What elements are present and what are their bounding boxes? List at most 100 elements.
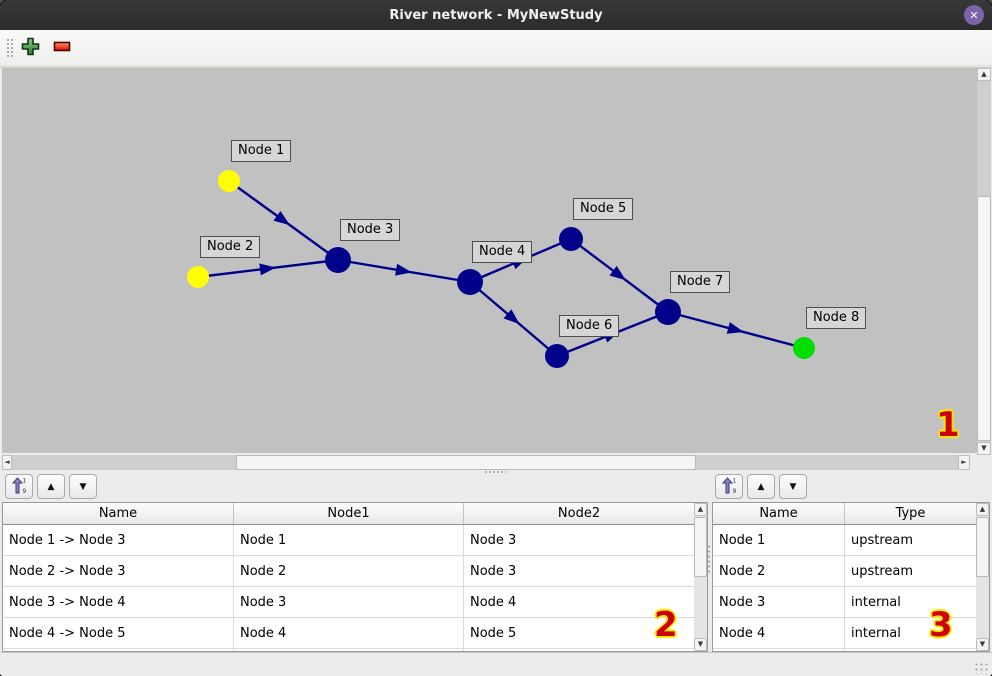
nodes-scroll-up-button[interactable]: ▲ [976, 503, 989, 516]
river-node[interactable] [793, 337, 815, 359]
annotation-mark-3: 3 [929, 605, 953, 645]
triangle-down-icon: ▼ [789, 481, 797, 492]
node-label[interactable]: Node 7 [670, 271, 731, 293]
node-label[interactable]: Node 1 [231, 140, 292, 162]
column-header[interactable]: Type [845, 503, 977, 524]
table-cell: Node 1 -> Node 3 [3, 525, 234, 555]
arrow-right-icon: ► [961, 458, 967, 466]
column-header[interactable]: Node2 [464, 503, 695, 524]
nodes-sort-button[interactable]: 1 9 [715, 474, 743, 499]
table-cell: Node 3 [464, 556, 695, 586]
annotation-mark-2: 2 [654, 605, 678, 645]
table-cell: upstream [845, 556, 977, 586]
arrow-down-icon: ▼ [697, 640, 704, 648]
canvas-vscroll-thumb[interactable] [977, 196, 991, 441]
canvas-hscroll-right-button[interactable]: ► [958, 455, 970, 470]
horizontal-splitter-handle[interactable] [484, 470, 506, 474]
network-canvas[interactable]: Node 1 Node 2 Node 3 Node 4 Node 5 Node 6 Node… [2, 68, 977, 453]
river-node[interactable] [457, 269, 483, 295]
river-node[interactable] [187, 266, 209, 288]
status-bar [0, 652, 992, 676]
links-move-up-button[interactable]: ▲ [37, 474, 65, 499]
nodes-table-vscrollbar[interactable]: ▲ ▼ [976, 503, 989, 651]
links-sort-button[interactable]: 1 9 [5, 474, 33, 499]
table-cell [234, 649, 464, 651]
arrow-up-icon: ▲ [981, 70, 987, 78]
canvas-vscrollbar[interactable]: ▲ ▼ [977, 68, 991, 455]
column-header[interactable]: Name [713, 503, 845, 524]
node-label[interactable]: Node 2 [200, 236, 261, 258]
river-node[interactable] [655, 299, 681, 325]
toolbar-drag-handle[interactable] [6, 38, 14, 59]
flow-arrow-icon [503, 309, 520, 325]
table-cell: Node 4 [234, 618, 464, 648]
column-header[interactable]: Name [3, 503, 234, 524]
nodes-scroll-thumb[interactable] [976, 517, 989, 577]
table-cell: internal [845, 618, 977, 648]
nodes-move-up-button[interactable]: ▲ [747, 474, 775, 499]
triangle-up-icon: ▲ [47, 481, 55, 492]
river-node[interactable] [559, 227, 583, 251]
svg-text:9: 9 [733, 488, 737, 494]
arrow-up-icon: ▲ [979, 505, 986, 513]
arrow-left-icon: ◄ [4, 458, 10, 466]
nodes-scroll-down-button[interactable]: ▼ [976, 638, 989, 651]
links-scroll-up-button[interactable]: ▲ [694, 503, 707, 516]
canvas-vscroll-up-button[interactable]: ▲ [977, 68, 991, 81]
table-cell: Node 3 [464, 525, 695, 555]
table-cell: Node 2 -> Node 3 [3, 556, 234, 586]
svg-text:9: 9 [23, 488, 27, 494]
node-label[interactable]: Node 8 [806, 307, 867, 329]
sort-icon: 1 9 [721, 476, 737, 497]
river-node[interactable] [218, 170, 240, 192]
table-cell: Node 4 [713, 618, 845, 648]
column-header[interactable]: Node1 [234, 503, 464, 524]
links-table-vscrollbar[interactable]: ▲ ▼ [694, 503, 707, 651]
links-scroll-down-button[interactable]: ▼ [694, 638, 707, 651]
canvas-hscroll-left-button[interactable]: ◄ [2, 455, 12, 470]
flow-arrow-icon [273, 210, 290, 226]
canvas-vscroll-down-button[interactable]: ▼ [977, 442, 991, 455]
links-move-down-button[interactable]: ▼ [69, 474, 97, 499]
resize-grip[interactable] [974, 662, 988, 674]
table-cell [713, 649, 845, 651]
table-cell [3, 649, 234, 651]
node-label[interactable]: Node 5 [573, 198, 634, 220]
links-scroll-thumb[interactable] [694, 517, 707, 577]
node-label[interactable]: Node 6 [559, 315, 620, 337]
river-node[interactable] [545, 344, 569, 368]
node-label[interactable]: Node 4 [472, 241, 533, 263]
vertical-splitter-handle[interactable] [707, 544, 711, 574]
triangle-down-icon: ▼ [79, 481, 87, 492]
arrow-down-icon: ▼ [981, 444, 987, 452]
node-label[interactable]: Node 3 [340, 219, 401, 241]
annotation-mark-1: 1 [936, 405, 960, 445]
remove-button[interactable] [50, 36, 74, 60]
window-title: River network - MyNewStudy [389, 7, 603, 23]
main-toolbar [0, 30, 992, 68]
flow-arrow-icon [609, 265, 626, 281]
flow-arrow-icon [395, 263, 412, 276]
nodes-move-down-button[interactable]: ▼ [779, 474, 807, 499]
canvas-hscroll-thumb[interactable] [236, 455, 696, 470]
svg-text:1: 1 [23, 477, 27, 484]
river-node[interactable] [325, 247, 351, 273]
scroll-corner [970, 455, 992, 470]
canvas-hscrollbar[interactable]: ◄ ► [2, 455, 970, 470]
add-node-button[interactable] [18, 36, 42, 60]
close-button[interactable]: ✕ [964, 5, 984, 25]
sort-icon: 1 9 [11, 476, 27, 497]
triangle-up-icon: ▲ [757, 481, 765, 492]
